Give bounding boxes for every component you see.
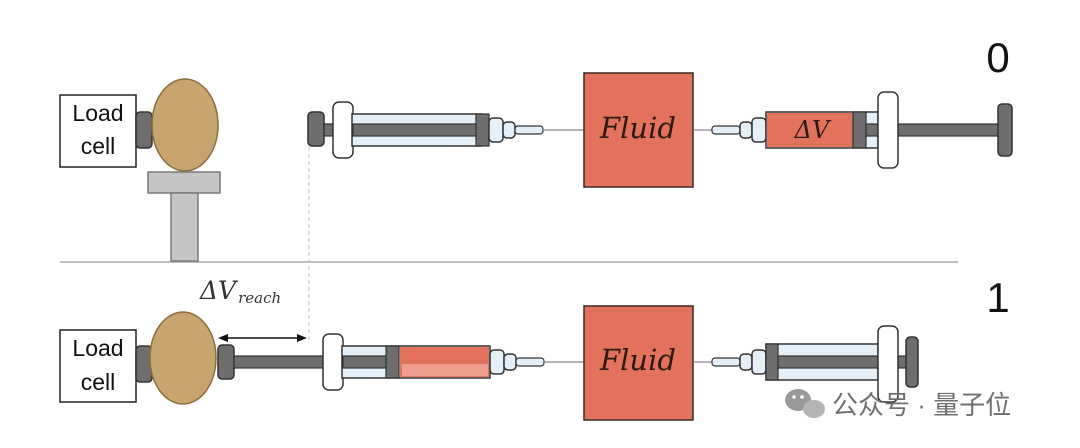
stand (147, 171, 221, 262)
delta-v-label: ΔV (794, 116, 832, 144)
load-cell-label-line1: Load (72, 335, 123, 361)
fluid-label: Fluid (599, 343, 676, 377)
reach-subscript: reach (238, 289, 281, 307)
load-cell-sensor (135, 111, 153, 149)
left-syringe (307, 101, 544, 159)
watermark-text: 公众号 · 量子位 (832, 390, 1011, 420)
left-syringe (217, 333, 545, 391)
reach-symbol: ΔV (199, 276, 239, 305)
right-syringe: ΔV (711, 91, 1013, 169)
load-cell: Load cell (59, 94, 153, 168)
load-cell-label-line1: Load (72, 100, 123, 126)
wechat-icon (785, 389, 825, 418)
load-cell: Load cell (59, 329, 153, 403)
right-syringe (711, 325, 919, 403)
watermark: 公众号 · 量子位 (785, 389, 1011, 420)
fluid-label: Fluid (599, 111, 676, 145)
panel-label-1: 1 (986, 274, 1009, 321)
egg (151, 78, 219, 172)
panel-label-0: 0 (986, 34, 1009, 81)
egg (149, 311, 217, 405)
load-cell-label-line2: cell (81, 133, 116, 159)
state-0: Load cell Fluid (59, 72, 1013, 340)
load-cell-label-line2: cell (81, 369, 116, 395)
fluid-box: Fluid (583, 305, 694, 421)
fluid-box: Fluid (583, 72, 694, 188)
